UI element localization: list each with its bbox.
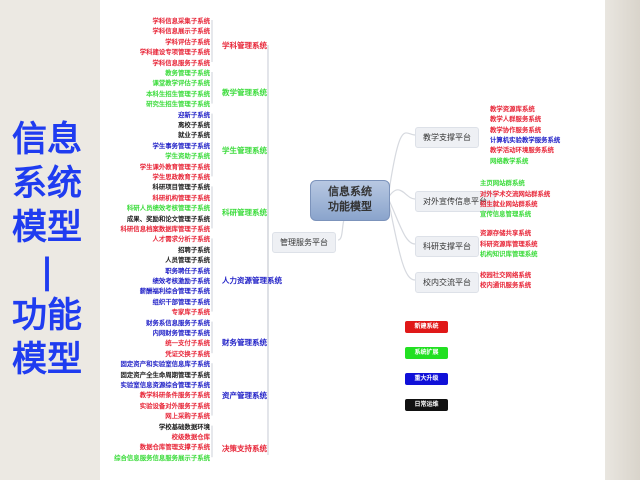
subsystem-item: 薪酬福利综合管理子系统 — [139, 287, 210, 296]
subsystem-item: 固定资产和实验室信息库子系统 — [120, 360, 210, 369]
subsystem-item: 学科信息服务子系统 — [152, 58, 210, 67]
subsystem-item: 学生思政教育子系统 — [152, 173, 210, 181]
subsystem-item: 离校子系统 — [178, 121, 210, 129]
center-line-2: 功能模型 — [328, 200, 372, 213]
side-title-line: | — [40, 252, 54, 292]
slide — [100, 0, 605, 480]
platform-node: 对外宣传信息平台 — [415, 191, 495, 212]
subsystem-item: 研究生招生管理子系统 — [146, 100, 210, 109]
subsystem-item: 课堂教学评估子系统 — [152, 79, 210, 88]
subsystem-item: 招聘子系统 — [178, 245, 210, 254]
subsystem-item: 学科信息展示子系统 — [152, 27, 210, 36]
subsystem-item: 学科评估子系统 — [165, 37, 210, 46]
subsystem-item: 学生事务管理子系统 — [152, 141, 210, 150]
platform-node: 校内交流平台 — [415, 272, 479, 293]
system-group-label: 财务管理系统 — [222, 338, 267, 347]
subsystem-item: 教务管理子系统 — [165, 69, 210, 77]
side-title: 信息系统模型|功能模型 — [8, 118, 86, 382]
subsystem-item: 实验室信息资源综合管理子系统 — [120, 381, 210, 389]
platform-subsystem-item: 校内通讯服务系统 — [480, 281, 532, 289]
platform-subsystem-item: 主页网站群系统 — [480, 179, 525, 188]
subsystem-item: 网上采购子系统 — [165, 412, 210, 421]
platform-subsystem-item: 科研资源库管理系统 — [480, 239, 538, 248]
subsystem-item: 组织干部管理子系统 — [152, 297, 210, 306]
subsystem-item: 人才需求分析子系统 — [152, 235, 210, 244]
center-node: 信息系统功能模型 — [310, 180, 390, 221]
platform-subsystem-item: 计算机实验教学服务系统 — [490, 136, 561, 144]
subsystem-item: 校级数据仓库 — [171, 433, 210, 441]
subsystem-item: 学校基础数据环境 — [158, 422, 210, 431]
subsystem-item: 人员管理子系统 — [165, 256, 210, 265]
subsystem-item: 专家库子系统 — [171, 308, 210, 317]
legend-3: 日常运维 — [405, 399, 448, 411]
side-title-line: 信息 — [11, 120, 82, 160]
side-title-line: 功能 — [11, 296, 82, 336]
subsystem-item: 迎新子系统 — [178, 110, 210, 119]
subsystem-item: 固定资产全生命周期管理子系统 — [120, 370, 210, 379]
paper-texture — [605, 0, 640, 480]
platform-subsystem-item: 网络教学系统 — [490, 156, 529, 165]
platform-subsystem-item: 教学协作服务系统 — [490, 125, 542, 134]
subsystem-item: 科研信息档案数据库管理子系统 — [120, 225, 210, 233]
subsystem-item: 实验设备对外服务子系统 — [139, 401, 210, 410]
platform-subsystem-item: 教学活动环境服务系统 — [490, 146, 554, 155]
platform-node: 教学支撑平台 — [415, 127, 479, 148]
subsystem-item: 数据仓库管理支撑子系统 — [139, 443, 210, 452]
subsystem-item: 成果、奖励和论文管理子系统 — [126, 214, 210, 223]
platform-node: 科研支撑平台 — [415, 236, 479, 257]
platform-subsystem-item: 资源存储共享系统 — [480, 229, 532, 238]
side-title-line: 模型 — [11, 340, 82, 380]
platform-subsystem-item: 宣传信息管理系统 — [480, 210, 532, 219]
system-group-label: 资产管理系统 — [222, 391, 267, 400]
subsystem-item: 科研人员绩效考核管理子系统 — [126, 204, 210, 213]
subsystem-item: 就业子系统 — [178, 131, 210, 140]
legend-2: 重大升级 — [405, 373, 448, 385]
subsystem-item: 凭证交换子系统 — [165, 349, 210, 358]
subsystem-item: 职务聘任子系统 — [165, 266, 210, 275]
subsystem-item: 科研项目管理子系统 — [152, 183, 210, 192]
side-title-line: 系统 — [11, 164, 82, 204]
center-line-1: 信息系统 — [328, 185, 372, 198]
subsystem-item: 内网财务管理子系统 — [152, 329, 210, 337]
platform-subsystem-item: 招生就业网站群系统 — [480, 200, 538, 208]
subsystem-item: 学科信息采集子系统 — [152, 17, 210, 25]
platform-subsystem-item: 教学资源库系统 — [490, 104, 535, 113]
side-title-line: 模型 — [11, 208, 82, 248]
connector — [387, 189, 416, 200]
legend-0: 新建系统 — [405, 321, 448, 333]
subsystem-item: 本科生招生管理子系统 — [146, 89, 210, 98]
system-group-label: 教学管理系统 — [222, 88, 267, 97]
subsystem-item: 绩效考核激励子系统 — [152, 277, 210, 285]
subsystem-item: 科研机构管理子系统 — [152, 193, 210, 202]
subsystem-item: 学科建设专项管理子系统 — [139, 48, 210, 57]
system-group-label: 学科管理系统 — [222, 41, 267, 50]
subsystem-item: 财务系信息服务子系统 — [146, 318, 210, 327]
system-group-label: 科研管理系统 — [222, 208, 267, 217]
system-group-label: 学生管理系统 — [222, 146, 267, 155]
platform-subsystem-item: 机构知识库管理系统 — [480, 250, 538, 259]
subsystem-item: 统一支付子系统 — [165, 339, 210, 348]
subsystem-item: 综合信息服务信息服务展示子系统 — [114, 453, 210, 462]
legend-1: 系统扩展 — [405, 347, 448, 359]
system-group-label: 人力资源管理系统 — [222, 276, 282, 285]
subsystem-item: 学生课外教育管理子系统 — [139, 162, 210, 171]
subsystem-item: 学生资助子系统 — [165, 152, 210, 161]
subsystem-item: 教学科研条件服务子系统 — [139, 391, 210, 400]
platform-subsystem-item: 校园社交网络系统 — [480, 270, 532, 279]
platform-subsystem-item: 教学人群服务系统 — [490, 115, 542, 124]
connector — [387, 132, 416, 199]
connector — [387, 197, 416, 245]
platform-subsystem-item: 对外学术交流网站群系统 — [480, 189, 551, 198]
mgmt-platform-node: 管理服务平台 — [272, 232, 336, 253]
connector — [387, 197, 416, 281]
system-group-label: 决策支持系统 — [222, 444, 267, 453]
